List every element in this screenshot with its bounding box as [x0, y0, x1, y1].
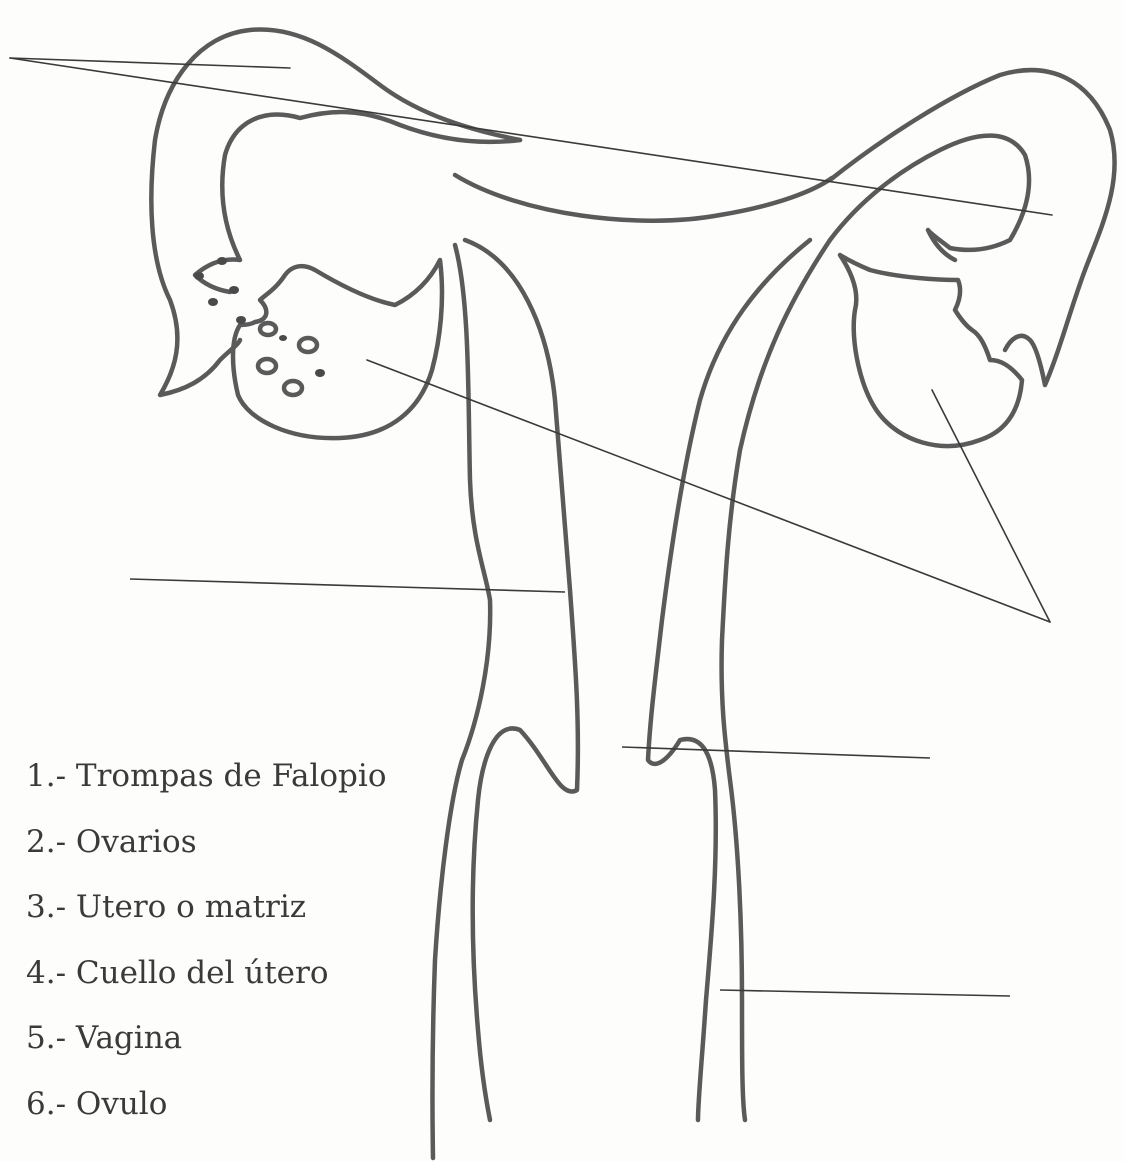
blank-line-uterus: [130, 579, 565, 592]
ovum: [260, 323, 276, 335]
legend-item-ovum: 6.- Ovulo: [26, 1072, 386, 1138]
ovum: [299, 338, 317, 352]
ovum: [258, 359, 276, 373]
ovum-dot: [229, 286, 239, 294]
uterus-inner-right-wall: [648, 240, 810, 1120]
leader-line-right-tube: [10, 58, 1052, 215]
legend: 1.- Trompas de Falopio 2.- Ovarios 3.- U…: [26, 744, 386, 1137]
ovum: [284, 381, 302, 395]
uterus-fundus: [455, 175, 832, 221]
legend-item-vagina: 5.- Vagina: [26, 1006, 386, 1072]
ovum-dot: [315, 369, 325, 377]
legend-item-cervix: 4.- Cuello del útero: [26, 941, 386, 1007]
ovum-dot: [194, 272, 204, 280]
legend-item-fallopian-tubes: 1.- Trompas de Falopio: [26, 744, 386, 810]
left-ovary: [233, 260, 442, 438]
leader-line-right-ovary: [932, 390, 1050, 622]
right-fallopian-tube: [830, 70, 1115, 385]
ovum-dot: [236, 316, 246, 324]
legend-item-ovaries: 2.- Ovarios: [26, 810, 386, 876]
ovum-dot: [217, 257, 227, 265]
right-tube-inner: [830, 136, 1029, 260]
uterus-outline: [432, 245, 490, 1158]
right-ovary: [840, 255, 1022, 446]
ovum-dot: [279, 335, 287, 341]
blank-line-vagina: [720, 990, 1010, 996]
left-tube-inner: [195, 112, 520, 292]
legend-item-uterus: 3.- Utero o matriz: [26, 875, 386, 941]
ovum-dot: [208, 298, 218, 306]
leader-line-left-tube: [10, 58, 290, 68]
uterus-outer-right-wall: [722, 240, 830, 1120]
